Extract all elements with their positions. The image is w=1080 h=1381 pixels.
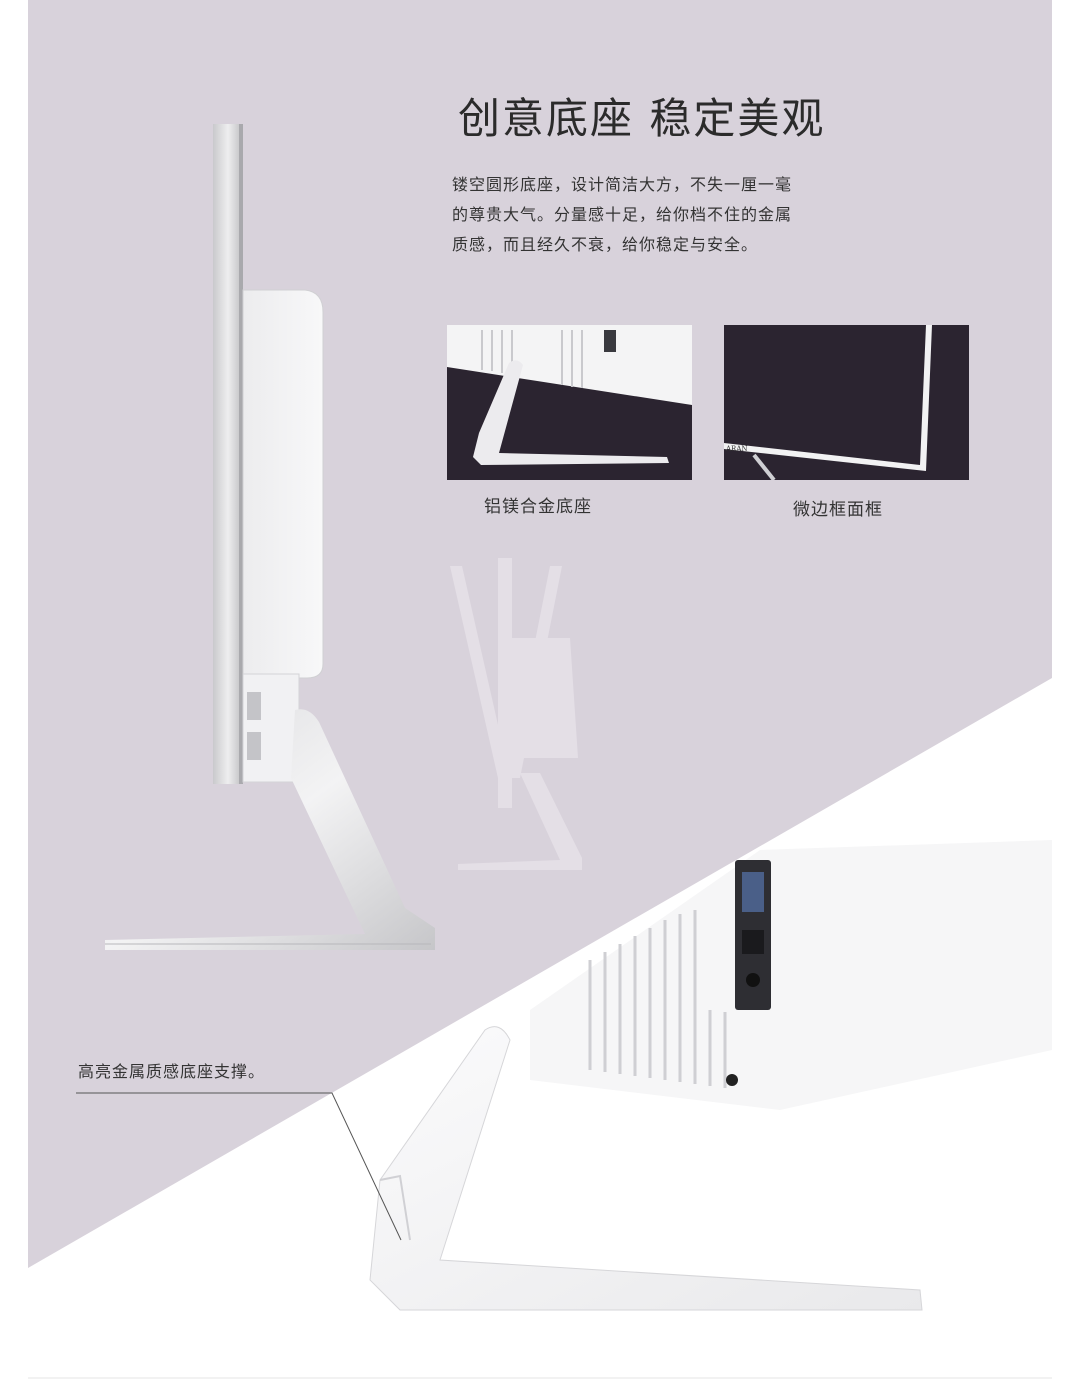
thumbnail-caption-bezel: 微边框面框 [793,500,883,520]
description-line: 镂空圆形底座，设计简洁大方，不失一厘一毫 [452,175,793,194]
support-label: 高亮金属质感底座支撑。 [78,1062,266,1081]
monitor-side-profile-image [105,124,435,950]
description: 镂空圆形底座，设计简洁大方，不失一厘一毫 的尊贵大气。分量感十足，给你档不住的金… [452,170,852,260]
support-leader-line [76,1092,402,1241]
stand-ghost-image [450,558,582,870]
thumbnail-caption-base: 铝镁合金底座 [484,497,592,517]
page-title: 创意底座 稳定美观 [458,94,826,143]
micro-bezel-thumbnail: ARAN [724,325,969,480]
brand-mark: ARAN [725,445,748,453]
description-line: 质感，而且经久不衰，给你稳定与安全。 [452,235,759,254]
description-line: 的尊贵大气。分量感十足，给你档不住的金属 [452,205,793,224]
aluminum-base-thumbnail [447,325,692,480]
stand-closeup-image [369,840,1052,1311]
